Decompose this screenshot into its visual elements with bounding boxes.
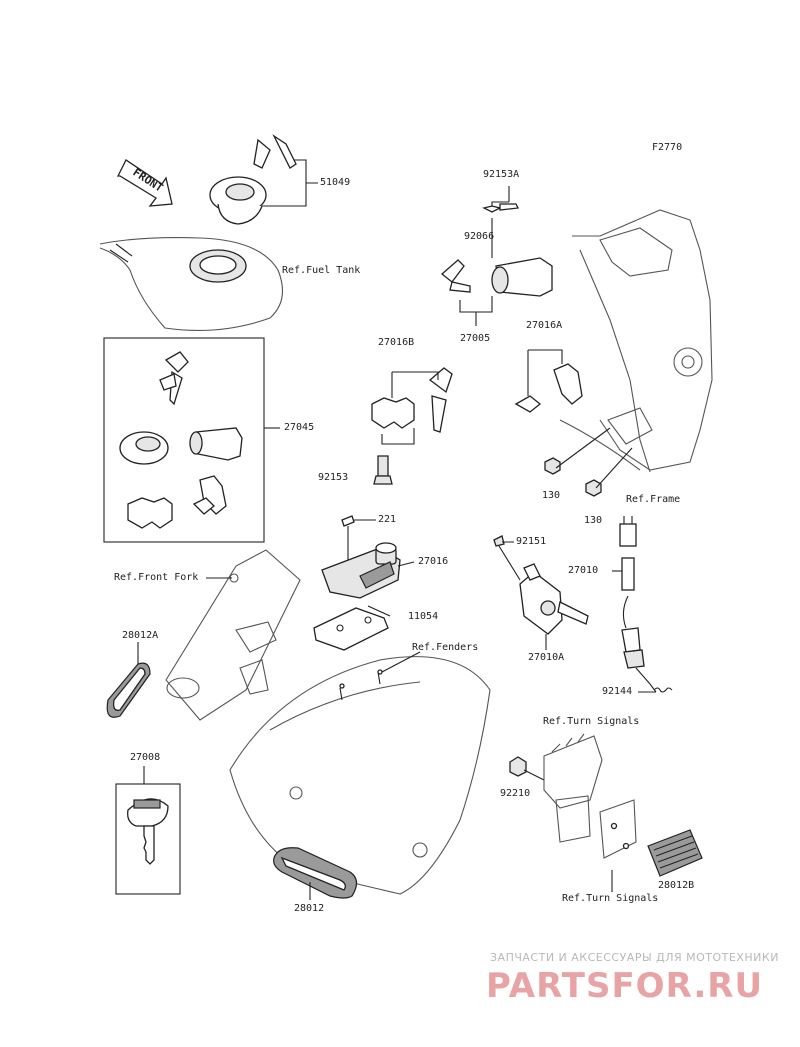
part-92210-nut [509, 756, 545, 781]
label-11054: 11054 [408, 611, 439, 622]
part-27008-option-key-box [115, 766, 181, 895]
label-27010A: 27010A [528, 652, 565, 663]
label-27016: 27016 [418, 556, 449, 567]
label-27016A: 27016A [526, 320, 563, 331]
part-27016-bracket-assembly [313, 515, 415, 651]
label-27016B: 27016B [378, 337, 415, 348]
watermark-logo: PARTSFOR.RU [486, 966, 764, 1006]
label-130-left: 130 [542, 490, 561, 501]
diagram-code: F2770 [652, 142, 683, 153]
label-ref-fuel-tank: Ref.Fuel Tank [282, 265, 361, 276]
watermark-tagline: ЗАПЧАСТИ И АКСЕССУАРЫ ДЛЯ МОТОТЕХНИКИ [490, 951, 779, 964]
turn-signal-bracket-ref [543, 733, 637, 859]
label-92153: 92153 [318, 472, 349, 483]
part-27045-key-set-box [103, 337, 280, 543]
label-27008: 27008 [130, 752, 161, 763]
label-27010: 27010 [568, 565, 599, 576]
label-92210: 92210 [500, 788, 531, 799]
label-92153A: 92153A [483, 169, 520, 180]
part-27016A-bracket [514, 349, 583, 413]
label-ref-fenders: Ref.Fenders [412, 642, 479, 653]
label-ref-front-fork: Ref.Front Fork [114, 572, 199, 583]
part-27010-switch [612, 516, 673, 693]
label-92144: 92144 [602, 686, 633, 697]
fuel-tank-ref [99, 237, 284, 331]
part-28012A-reflector [106, 642, 151, 718]
part-27010A-switch [493, 535, 589, 650]
frame-ref [559, 209, 713, 473]
label-ref-turn-signals-top: Ref.Turn Signals [543, 716, 640, 727]
front-direction-arrow: FRONT [116, 159, 173, 207]
label-130-right: 130 [584, 515, 603, 526]
part-27005-ignition-switch [440, 186, 553, 326]
label-92066: 92066 [464, 231, 495, 242]
label-28012B: 28012B [658, 880, 695, 891]
part-28012-reflector [273, 847, 358, 900]
label-ref-frame: Ref.Frame [626, 494, 681, 505]
label-28012: 28012 [294, 903, 325, 914]
part-27016B-bracket [371, 367, 453, 485]
fender-ref [229, 651, 491, 895]
label-51049: 51049 [320, 177, 351, 188]
part-51049-fuel-cap [209, 134, 318, 225]
label-221: 221 [378, 514, 397, 525]
front-fork-ref [165, 549, 301, 721]
label-ref-turn-signals-bottom: Ref.Turn Signals [562, 893, 659, 904]
label-27045: 27045 [284, 422, 315, 433]
label-92151: 92151 [516, 536, 547, 547]
part-28012B-reflector [647, 829, 703, 877]
label-28012A: 28012A [122, 630, 159, 641]
label-27005: 27005 [460, 333, 491, 344]
part-130-nuts [544, 427, 633, 497]
